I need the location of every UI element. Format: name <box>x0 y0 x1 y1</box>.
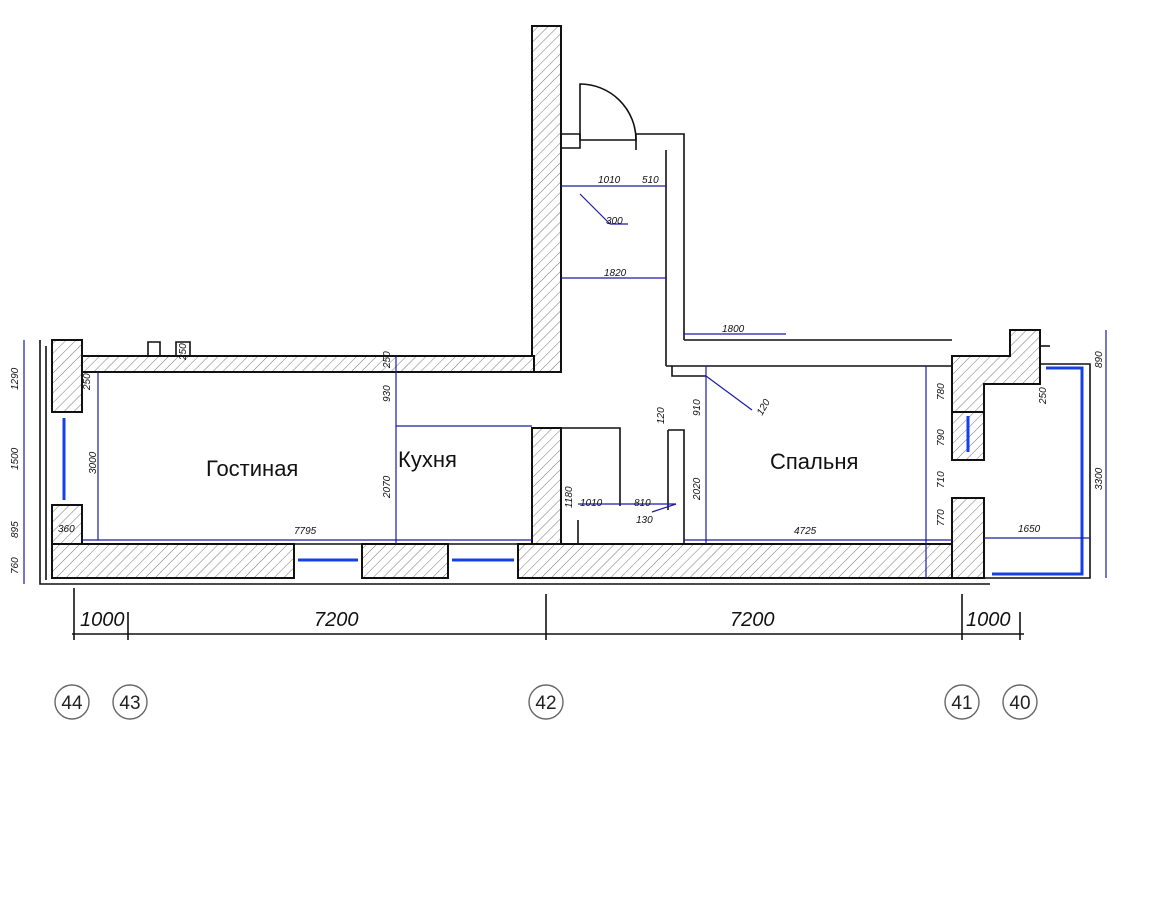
dim-balc-3300: 3300 <box>1094 467 1105 490</box>
dim-entry-1010: 1010 <box>598 175 621 186</box>
dim-left-760: 760 <box>10 557 21 574</box>
dim-corr-1800: 1800 <box>722 324 745 335</box>
central-wall-lower <box>531 427 562 545</box>
dim-bed-780: 780 <box>936 383 947 400</box>
dim-left-1500: 1500 <box>10 447 21 470</box>
outer-outline <box>39 340 990 585</box>
bedroom-door-jamb <box>671 366 706 377</box>
axis-label-44: 44 <box>61 693 83 714</box>
dim-entry-510: 510 <box>642 175 659 186</box>
dim-bath-130: 130 <box>636 515 653 526</box>
axis-markers: 44 43 42 41 40 <box>54 684 1038 720</box>
room-label-living: Гостиная <box>206 456 298 481</box>
dim-bed-4725: 4725 <box>794 526 817 537</box>
room-label-bedroom: Спальня <box>770 449 858 474</box>
dim-bed-910: 910 <box>692 399 703 416</box>
grid-dim-7200-left: 7200 <box>314 609 359 631</box>
axis-label-43: 43 <box>119 693 140 714</box>
central-wall-upper <box>531 25 562 373</box>
vent-notch-2 <box>175 341 191 356</box>
grid-dim-1000-right: 1000 <box>966 609 1011 631</box>
dim-kitchen-250: 250 <box>382 351 393 369</box>
dim-bath-1010: 1010 <box>580 498 603 509</box>
bedroom-left-wall <box>668 429 685 544</box>
dim-left-895: 895 <box>10 521 21 538</box>
axis-bubble-44 <box>54 684 90 720</box>
bottom-wall-1 <box>51 543 295 579</box>
walls <box>51 25 1041 579</box>
dim-bath-1180: 1180 <box>564 486 575 508</box>
dim-balc-890: 890 <box>1094 351 1105 368</box>
entry-right-wall <box>635 133 685 340</box>
living-top-wall <box>81 355 535 373</box>
dim-bed-790: 790 <box>936 429 947 446</box>
dim-left-1290: 1290 <box>10 367 21 390</box>
axis-bubble-42 <box>528 684 564 720</box>
dim-living-7795: 7795 <box>294 526 317 537</box>
left-wall-upper <box>51 339 83 413</box>
axis-label-42: 42 <box>535 693 556 714</box>
vent-notch <box>147 341 161 356</box>
partitions <box>39 83 1091 585</box>
entry-jamb-left <box>561 133 581 149</box>
dim-bath-120: 120 <box>656 407 667 424</box>
dim-top-250: 250 <box>178 343 189 361</box>
dim-bath-810: 810 <box>634 498 651 509</box>
axis-bubble-40 <box>1002 684 1038 720</box>
axis-bubble-41 <box>944 684 980 720</box>
dim-bed-770: 770 <box>936 509 947 526</box>
grid-dim-7200-right: 7200 <box>730 609 775 631</box>
dim-balc-1650: 1650 <box>1018 524 1041 535</box>
dim-entry-300: 300 <box>606 216 623 227</box>
dim-left-3000: 3000 <box>88 451 99 474</box>
room-label-kitchen: Кухня <box>398 447 457 472</box>
dim-bed-710: 710 <box>936 471 947 488</box>
dimension-lines <box>23 185 1107 640</box>
dim-kitchen-930: 930 <box>382 385 393 402</box>
right-wall-lower <box>951 497 985 579</box>
right-wall-upper <box>951 329 1041 413</box>
bath-partition <box>561 427 621 506</box>
axis-bubble-43 <box>112 684 148 720</box>
dim-left-360: 360 <box>58 524 75 535</box>
dim-balc-250: 250 <box>1038 387 1049 405</box>
grid-dim-1000-left: 1000 <box>80 609 125 631</box>
dim-bed-120: 120 <box>755 397 773 417</box>
bottom-wall-2 <box>361 543 449 579</box>
dim-bed-2020: 2020 <box>692 477 703 501</box>
windows <box>62 366 1084 576</box>
axis-label-40: 40 <box>1009 693 1030 714</box>
balcony-glazing <box>992 366 1084 576</box>
entry-door <box>579 83 637 141</box>
dim-entry-1820: 1820 <box>604 268 627 279</box>
dim-left-250: 250 <box>82 373 93 391</box>
axis-label-41: 41 <box>951 693 972 714</box>
bottom-wall-3 <box>517 543 962 579</box>
dim-kitchen-2070: 2070 <box>382 475 393 499</box>
balcony-outline <box>984 363 1091 579</box>
